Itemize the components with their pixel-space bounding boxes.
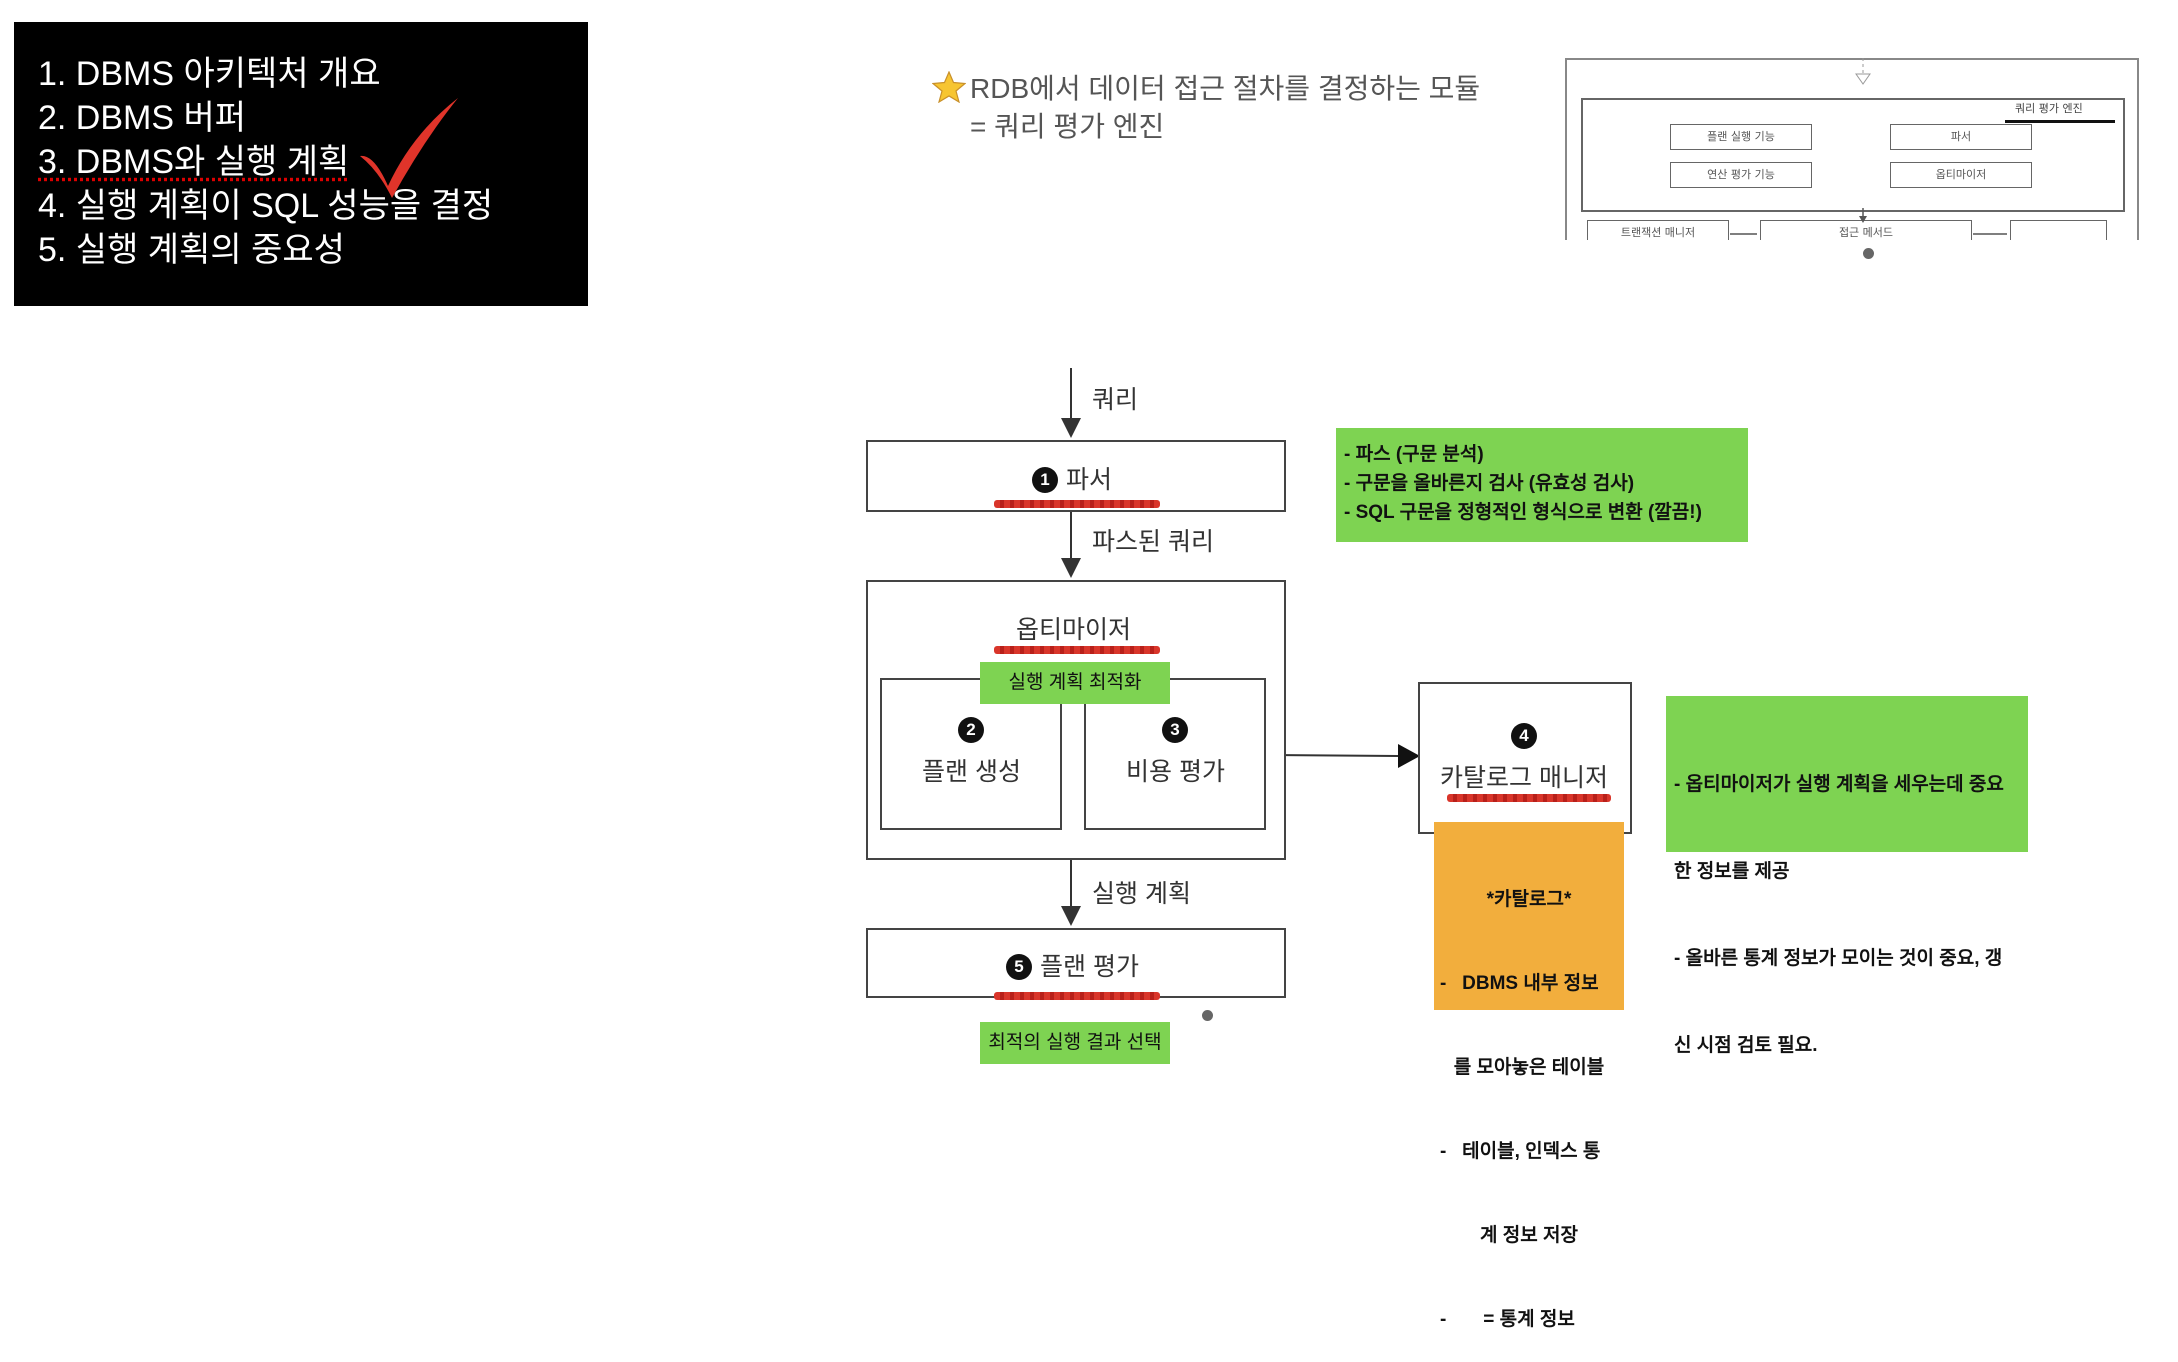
agenda-item: 1. DBMS 아키텍처 개요 xyxy=(38,55,381,93)
agenda-item-label: 3. DBMS와 실행 계획 xyxy=(38,143,350,181)
agenda-item: 3. DBMS와 실행 계획 xyxy=(38,140,493,184)
thumb-item: 플랜 실행 기능 xyxy=(1670,124,1812,150)
def-line: - = 통계 정보 xyxy=(1440,1309,1575,1330)
agenda-list: 1. DBMS 아키텍처 개요 2. DBMS 버퍼 3. DBMS와 실행 계… xyxy=(38,52,493,272)
star-icon xyxy=(931,70,967,104)
number-badge: 1 xyxy=(1032,467,1058,493)
note-line: - 구문을 올바른지 검사 (유효성 검사) xyxy=(1344,473,1635,494)
parser-label: 1 파서 xyxy=(1032,460,1112,496)
catalog-definition: *카탈로그* - DBMS 내부 정보 를 모아놓은 테이블 - 테이블, 인덱… xyxy=(1434,822,1624,1330)
note-line-1: RDB에서 데이터 접근 절차를 결정하는 모듈 xyxy=(970,73,1481,104)
plan-eval-tag: 최적의 실행 결과 선택 xyxy=(980,1022,1170,1064)
parser-text: 파서 xyxy=(1066,466,1113,494)
thumb-item: 트랜잭션 매니저 xyxy=(1587,220,1729,240)
note-line: 신 시점 검토 필요. xyxy=(1674,1035,1818,1056)
def-line: - 테이블, 인덱스 통 xyxy=(1440,1141,1601,1162)
agenda-item: 4. 실행 계획이 SQL 성능을 결정 xyxy=(38,187,494,225)
red-underline xyxy=(994,992,1160,1000)
note-line: - SQL 구문을 정형적인 형식으로 변환 (깔끔!) xyxy=(1344,502,1702,523)
cost-eval-num: 3 xyxy=(1162,716,1196,745)
thumb-item: 파서 xyxy=(1890,124,2032,150)
agenda-box: 1. DBMS 아키텍처 개요 2. DBMS 버퍼 3. DBMS와 실행 계… xyxy=(14,22,588,306)
plan-gen-label: 플랜 생성 xyxy=(922,758,1021,786)
note-line: - 옵티마이저가 실행 계획을 세우는데 중요 xyxy=(1674,774,2004,795)
plan-eval-box xyxy=(866,928,1286,998)
note-line: - 파스 (구문 분석) xyxy=(1344,444,1484,465)
optimizer-tag: 실행 계획 최적화 xyxy=(980,662,1170,704)
catalog-num: 4 xyxy=(1511,722,1545,751)
slide-dot xyxy=(1863,248,1874,259)
def-line: - DBMS 내부 정보 xyxy=(1440,973,1599,994)
exec-plan-label: 실행 계획 xyxy=(1092,880,1191,908)
number-badge: 5 xyxy=(1006,954,1032,980)
checkmark-icon xyxy=(360,98,458,198)
catalog-box xyxy=(1418,682,1632,834)
plan-eval-text: 플랜 평가 xyxy=(1040,953,1139,981)
thumb-underline xyxy=(2005,120,2115,123)
def-line: 계 정보 저장 xyxy=(1480,1225,1578,1246)
note-line: 한 정보를 제공 xyxy=(1674,861,1790,882)
number-badge: 4 xyxy=(1511,723,1537,749)
note-line: - 올바른 통계 정보가 모이는 것이 중요, 갱 xyxy=(1674,948,2003,969)
note-line-2: = 쿼리 평가 엔진 xyxy=(970,111,1165,142)
thumb-box xyxy=(2010,220,2107,240)
catalog-label: 카탈로그 매니저 xyxy=(1440,764,1608,792)
def-line: *카탈로그* xyxy=(1486,889,1572,910)
number-badge: 3 xyxy=(1162,717,1188,743)
query-label: 쿼리 xyxy=(1092,386,1139,414)
parsed-query-label: 파스된 쿼리 xyxy=(1092,528,1214,556)
thumb-engine xyxy=(1581,98,2125,212)
parser-note: - 파스 (구문 분석) - 구문을 올바른지 검사 (유효성 검사) - SQ… xyxy=(1336,428,1748,542)
def-line: 를 모아놓은 테이블 xyxy=(1453,1057,1605,1078)
number-badge: 2 xyxy=(958,717,984,743)
thumb-arrows xyxy=(1730,58,2007,235)
red-underline xyxy=(994,500,1160,508)
thumb-item: 연산 평가 기능 xyxy=(1670,162,1812,188)
red-underline xyxy=(1447,794,1611,802)
thumb-item: 접근 메서드 xyxy=(1760,220,1972,240)
thumb-title: 쿼리 평가 엔진 xyxy=(2015,102,2083,115)
plan-eval-label: 5 플랜 평가 xyxy=(1006,947,1139,983)
catalog-note: - 옵티마이저가 실행 계획을 세우는데 중요 한 정보를 제공 - 올바른 통… xyxy=(1666,696,2028,1056)
plan-gen-num: 2 xyxy=(958,716,992,745)
thumb-item: 옵티마이저 xyxy=(1890,162,2032,188)
reference-figure-thumbnail: 쿼리 평가 엔진 플랜 실행 기능 파서 연산 평가 기능 옵티마이저 트랜잭션… xyxy=(1565,58,2140,240)
agenda-item: 2. DBMS 버퍼 xyxy=(38,99,247,137)
definition-note: RDB에서 데이터 접근 절차를 결정하는 모듈 = 쿼리 평가 엔진 xyxy=(931,70,1481,146)
cost-eval-label: 비용 평가 xyxy=(1126,758,1225,786)
slide-dot xyxy=(1202,1010,1213,1021)
red-underline xyxy=(994,646,1160,654)
agenda-item: 5. 실행 계획의 중요성 xyxy=(38,231,345,269)
optimizer-label: 옵티마이저 xyxy=(1016,616,1132,644)
